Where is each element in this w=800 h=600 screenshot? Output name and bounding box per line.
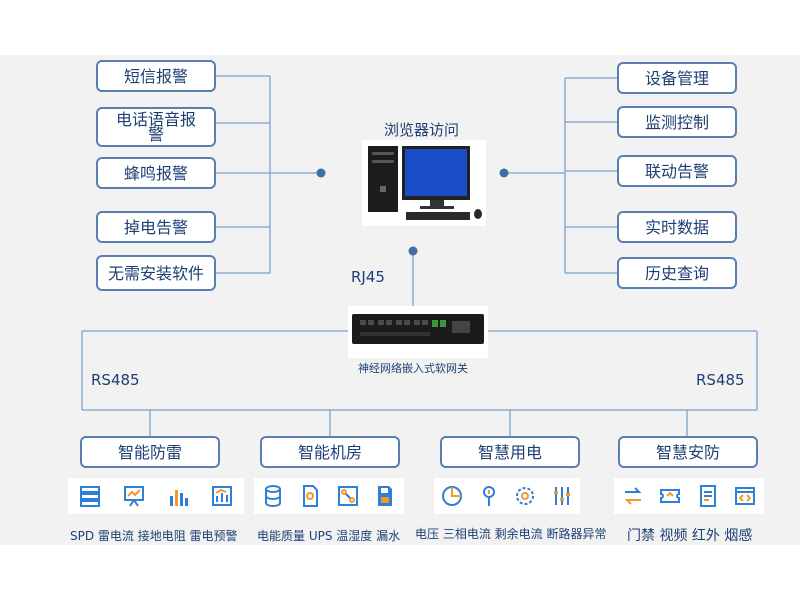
browser-access-label: 浏览器访问 bbox=[384, 121, 460, 139]
group-smart-server-room: 智能机房 bbox=[260, 436, 400, 468]
server-stack-icon bbox=[77, 483, 103, 509]
caption-lightning: SPD 雷电流 接地电阻 雷电预警 bbox=[70, 529, 238, 543]
rs485-left-label: RS485 bbox=[91, 371, 140, 389]
database-icon bbox=[260, 483, 286, 509]
line-chart-icon bbox=[209, 483, 235, 509]
sliders-icon bbox=[549, 483, 575, 509]
computer-icon bbox=[362, 140, 486, 226]
left-item-no-install: 无需安装软件 bbox=[96, 255, 216, 291]
group-smart-lightning: 智能防雷 bbox=[80, 436, 220, 468]
storage-icon bbox=[372, 483, 398, 509]
document-icon bbox=[297, 483, 323, 509]
tree-icon bbox=[476, 483, 502, 509]
left-item-voice-alarm: 电话语音报警 bbox=[96, 107, 216, 147]
rs485-right-label: RS485 bbox=[696, 371, 745, 389]
rj45-label: RJ45 bbox=[351, 268, 385, 286]
bar-chart-icon bbox=[165, 483, 191, 509]
icon-bar-server-room bbox=[254, 478, 404, 514]
gear-icon bbox=[512, 483, 538, 509]
swap-arrows-icon bbox=[620, 483, 646, 509]
report-icon bbox=[695, 483, 721, 509]
right-item-linked-alarm: 联动告警 bbox=[617, 155, 737, 187]
code-window-icon bbox=[732, 483, 758, 509]
left-item-sms-alarm: 短信报警 bbox=[96, 60, 216, 92]
icon-bar-lightning bbox=[68, 478, 244, 514]
caption-security: 门禁 视频 红外 烟感 bbox=[627, 528, 753, 544]
right-item-history-query: 历史查询 bbox=[617, 257, 737, 289]
icon-bar-security bbox=[614, 478, 764, 514]
gateway-device-icon bbox=[348, 306, 488, 358]
right-item-monitor-control: 监测控制 bbox=[617, 106, 737, 138]
caption-electricity: 电压 三相电流 剩余电流 断路器异常 bbox=[415, 527, 607, 541]
right-item-device-management: 设备管理 bbox=[617, 62, 737, 94]
ticket-icon bbox=[657, 483, 683, 509]
group-smart-electricity: 智慧用电 bbox=[440, 436, 580, 468]
group-smart-security: 智慧安防 bbox=[618, 436, 758, 468]
circuit-icon bbox=[335, 483, 361, 509]
caption-server-room: 电能质量 UPS 温湿度 漏水 bbox=[257, 529, 401, 543]
left-item-buzzer-alarm: 蜂鸣报警 bbox=[96, 157, 216, 189]
icon-bar-electricity bbox=[434, 478, 580, 514]
pie-chart-icon bbox=[439, 483, 465, 509]
presentation-chart-icon bbox=[121, 483, 147, 509]
left-item-power-loss: 掉电告警 bbox=[96, 211, 216, 243]
right-item-realtime-data: 实时数据 bbox=[617, 211, 737, 243]
gateway-label: 神经网络嵌入式软网关 bbox=[358, 362, 468, 375]
